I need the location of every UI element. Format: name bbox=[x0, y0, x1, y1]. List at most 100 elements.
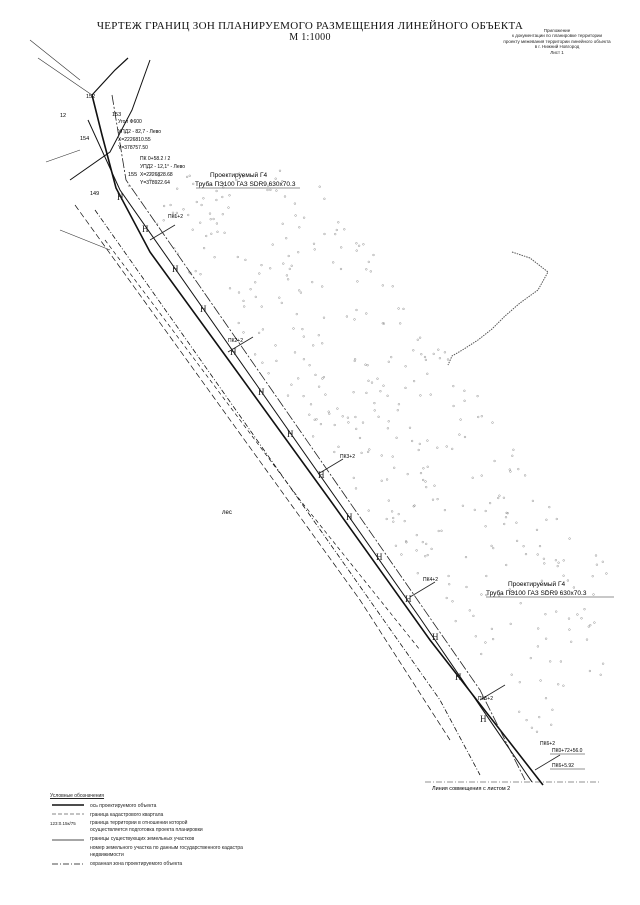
vegetation-dot bbox=[459, 418, 462, 421]
vegetation-dot bbox=[333, 450, 336, 454]
vegetation-dot bbox=[461, 504, 464, 507]
vegetation-dot bbox=[365, 268, 368, 271]
picket-label: ПК3+2 bbox=[340, 454, 355, 460]
vegetation-dot bbox=[451, 447, 454, 450]
vegetation-dot bbox=[502, 496, 505, 499]
vegetation-dot bbox=[313, 248, 316, 251]
vegetation-dot bbox=[380, 454, 383, 457]
vegetation-dot bbox=[333, 423, 336, 427]
vegetation-dot bbox=[517, 468, 520, 471]
vegetation-dot bbox=[260, 264, 263, 267]
vegetation-dot bbox=[548, 506, 551, 509]
vegetation-dot bbox=[522, 545, 525, 548]
vegetation-dot bbox=[242, 175, 245, 178]
vegetation-dot bbox=[361, 421, 365, 424]
vegetation-dot bbox=[302, 335, 305, 338]
point-label: 152 bbox=[86, 94, 95, 100]
vegetation-dot bbox=[473, 508, 476, 511]
vegetation-dot bbox=[536, 645, 539, 648]
vegetation-dot bbox=[509, 622, 512, 625]
vegetation-dot bbox=[267, 184, 270, 187]
vegetation-dot bbox=[477, 415, 480, 419]
vegetation-dot bbox=[587, 625, 590, 628]
angle-y: Y=378922.64 bbox=[140, 180, 170, 186]
vegetation-dot bbox=[448, 583, 451, 586]
vegetation-dot bbox=[238, 172, 241, 175]
vegetation-dot bbox=[285, 274, 288, 277]
vegetation-dot bbox=[535, 528, 539, 531]
vegetation-dot bbox=[400, 553, 403, 556]
vegetation-dot bbox=[385, 517, 388, 521]
vegetation-dot bbox=[446, 358, 450, 361]
vegetation-dot bbox=[538, 715, 541, 719]
angle-y: Y=378757.50 bbox=[118, 145, 148, 151]
vegetation-dot bbox=[303, 216, 306, 219]
vegetation-dot bbox=[605, 572, 608, 575]
vegetation-dot bbox=[492, 546, 495, 550]
vegetation-dot bbox=[418, 442, 421, 445]
vegetation-dot bbox=[358, 244, 361, 247]
vegetation-dot bbox=[353, 359, 356, 362]
vegetation-dot bbox=[588, 669, 591, 673]
vegetation-dot bbox=[260, 305, 263, 308]
vegetation-dot bbox=[221, 213, 224, 216]
vegetation-dot bbox=[421, 540, 424, 544]
vegetation-dot bbox=[176, 187, 179, 190]
vegetation-dot bbox=[511, 454, 514, 457]
svg-text:Н: Н bbox=[142, 224, 149, 234]
legend-title: Условные обозначения bbox=[50, 793, 105, 799]
vegetation-dot bbox=[367, 509, 370, 512]
vegetation-dot bbox=[308, 364, 311, 367]
vegetation-dot bbox=[424, 358, 427, 361]
vegetation-dot bbox=[228, 287, 232, 290]
angle-name: ПК 0+58.2 / 2 bbox=[140, 156, 170, 162]
vegetation-dot bbox=[497, 496, 500, 500]
picket-label: ПК6+2 bbox=[540, 741, 555, 747]
vegetation-dot bbox=[322, 376, 325, 379]
vegetation-dot bbox=[364, 363, 367, 366]
vegetation-dot bbox=[424, 555, 427, 558]
vegetation-dot bbox=[293, 202, 296, 205]
vegetation-dot bbox=[335, 228, 338, 232]
vegetation-dot bbox=[387, 360, 390, 363]
pipe-label-line: Проектируемый Г4 bbox=[508, 580, 565, 588]
vegetation-dot bbox=[419, 472, 423, 475]
vegetation-dot bbox=[199, 221, 202, 224]
vegetation-dot bbox=[379, 390, 382, 393]
vegetation-dot bbox=[293, 351, 297, 354]
vegetation-dot bbox=[484, 509, 487, 513]
map-word: лес bbox=[222, 510, 232, 516]
vegetation-dot bbox=[443, 351, 446, 354]
vegetation-dot bbox=[377, 415, 380, 418]
vegetation-dot bbox=[221, 195, 224, 199]
vegetation-dot bbox=[504, 516, 508, 519]
vegetation-dot bbox=[464, 555, 468, 559]
point-label: 149 bbox=[90, 191, 99, 197]
vegetation-dot bbox=[452, 404, 455, 408]
vegetation-dot bbox=[391, 285, 394, 288]
vegetation-dot bbox=[432, 352, 435, 355]
vegetation-dot bbox=[367, 260, 370, 263]
vegetation-dot bbox=[323, 232, 326, 236]
vegetation-dot bbox=[355, 308, 358, 312]
vegetation-dot bbox=[397, 307, 400, 310]
vegetation-dot bbox=[402, 307, 405, 310]
vegetation-dot bbox=[426, 553, 429, 557]
vegetation-dot bbox=[476, 395, 479, 398]
vegetation-dot bbox=[420, 353, 423, 356]
vegetation-dot bbox=[594, 554, 598, 557]
vegetation-dot bbox=[403, 519, 406, 523]
vegetation-dot bbox=[454, 619, 457, 623]
vegetation-dot bbox=[572, 586, 575, 589]
vegetation-dot bbox=[413, 504, 416, 507]
vegetation-dot bbox=[422, 478, 425, 482]
vegetation-dot bbox=[368, 448, 371, 451]
vegetation-dot bbox=[419, 336, 422, 339]
vegetation-dot bbox=[287, 278, 290, 281]
vegetation-dot bbox=[557, 561, 560, 564]
vegetation-dot bbox=[589, 624, 592, 627]
vegetation-dot bbox=[343, 228, 346, 231]
vegetation-dot bbox=[352, 476, 355, 479]
vegetation-dot bbox=[334, 233, 337, 236]
point-label: 155 bbox=[128, 172, 137, 178]
